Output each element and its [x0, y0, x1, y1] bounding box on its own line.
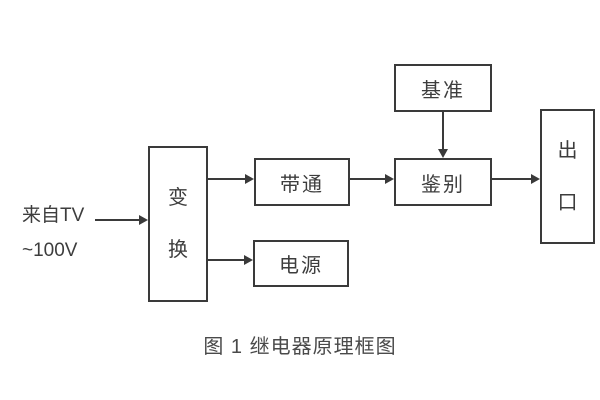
arrow-line-reference-to-discriminator [442, 112, 444, 150]
block-reference: 基准 [394, 64, 492, 112]
arrow-line-transform-to-power [208, 259, 245, 261]
arrow-line-bandpass-to-discriminator [350, 178, 386, 180]
arrowhead-bandpass-to-discriminator [385, 174, 394, 184]
arrow-line-transform-to-bandpass [208, 178, 246, 180]
block-power-label: 电源 [279, 255, 323, 277]
arrowhead-input-to-transform [139, 215, 148, 225]
figure-caption: 图 1 继电器原理框图 [203, 336, 397, 358]
input-source-line2: ~100V [22, 240, 78, 261]
arrow-line-input-to-transform [95, 219, 140, 221]
block-bandpass: 带通 [254, 158, 350, 206]
block-output: 出 口 [540, 109, 595, 244]
block-transform-char1: 变 [168, 187, 188, 209]
block-bandpass-label: 带通 [280, 173, 324, 196]
block-discriminator: 鉴别 [394, 158, 492, 206]
block-transform-char2: 换 [168, 239, 188, 261]
block-discriminator-label: 鉴别 [421, 173, 465, 196]
input-source-line1: 来自TV [22, 205, 85, 226]
block-output-char1: 出 [557, 139, 578, 162]
arrowhead-transform-to-power [244, 255, 253, 265]
arrow-line-discriminator-to-output [492, 178, 531, 180]
arrowhead-discriminator-to-output [531, 174, 540, 184]
block-output-char2: 口 [557, 191, 578, 214]
block-reference-label: 基准 [421, 79, 465, 102]
input-source-label: 来自TV ~100V [22, 198, 84, 268]
block-power: 电源 [253, 240, 349, 287]
arrowhead-transform-to-bandpass [245, 174, 254, 184]
arrowhead-reference-to-discriminator [438, 149, 448, 158]
block-transform: 变 换 [148, 146, 208, 302]
